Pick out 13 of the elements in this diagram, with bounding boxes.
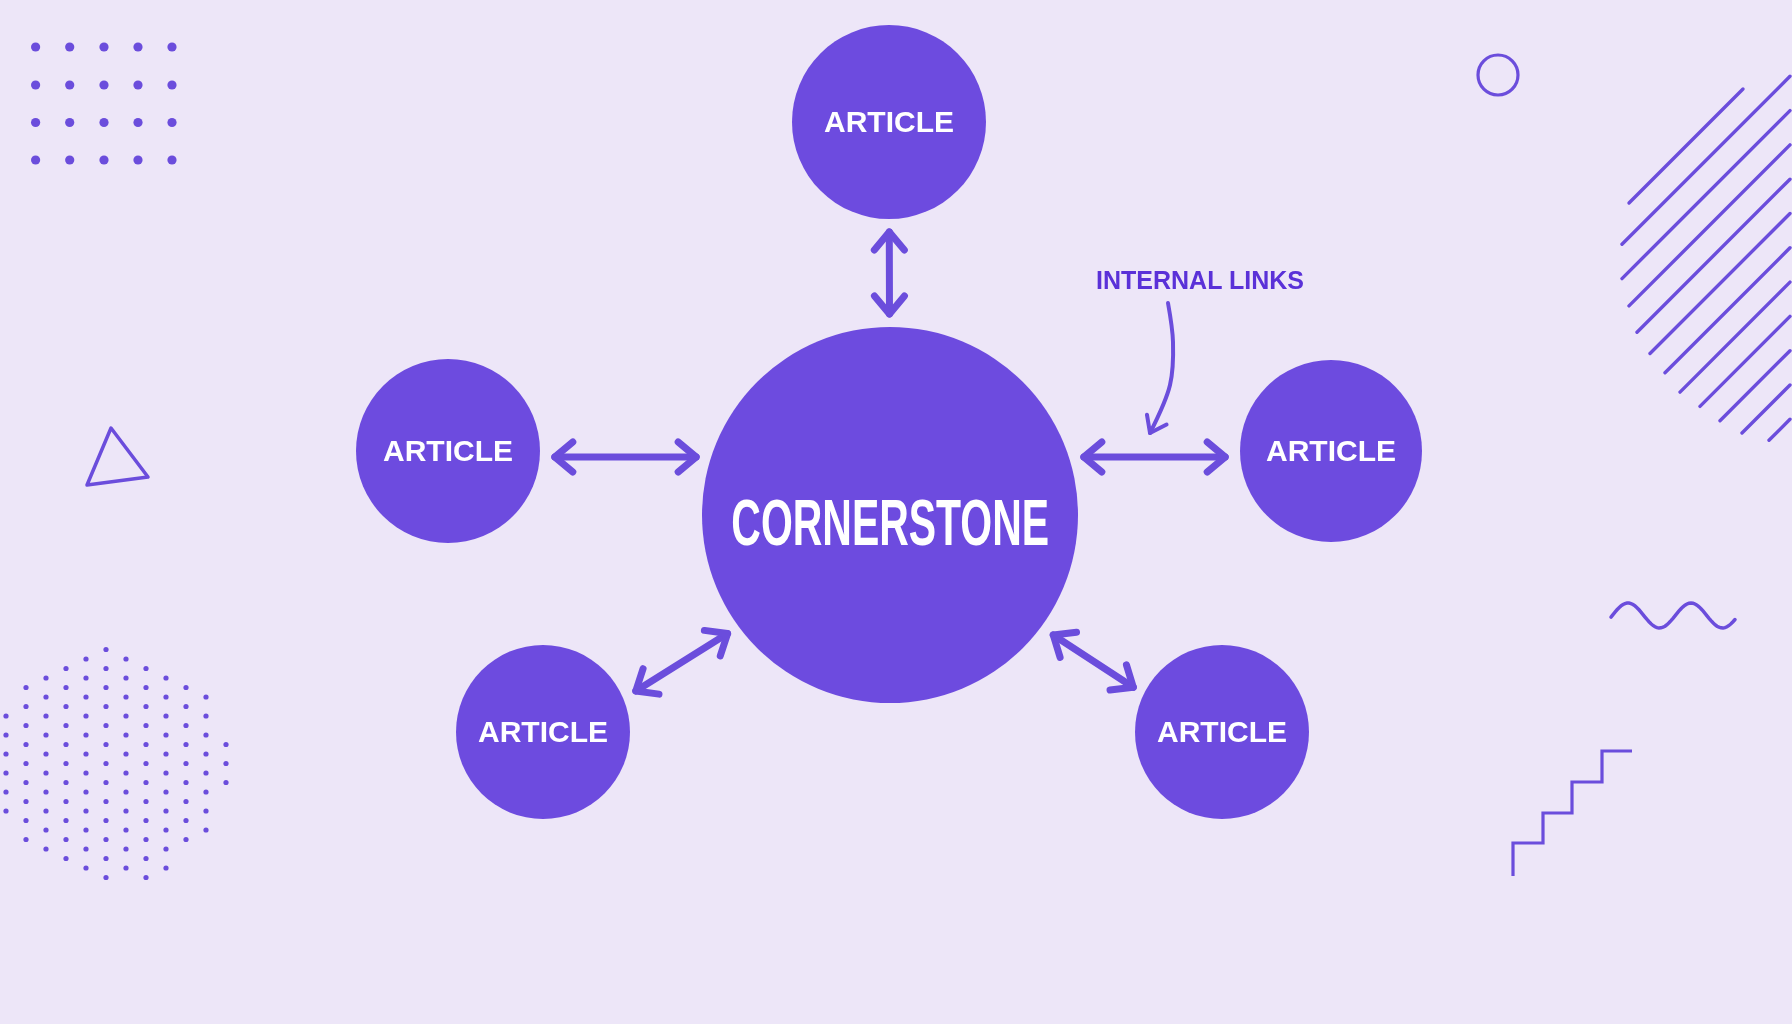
leader-arrow [1144, 301, 1176, 435]
article-label: ARTICLE [478, 714, 608, 750]
article-label: ARTICLE [1266, 433, 1396, 469]
double-arrow [870, 228, 908, 318]
article-label: ARTICLE [383, 433, 513, 469]
double-arrow [1080, 438, 1229, 476]
cornerstone-label: CORNERSTONE [731, 485, 1049, 561]
double-arrow [632, 626, 732, 698]
article-label: ARTICLE [824, 104, 954, 140]
double-arrow [1049, 628, 1137, 694]
callout-text: INTERNAL LINKS [1096, 265, 1304, 295]
double-arrow [551, 438, 700, 476]
article-label: ARTICLE [1157, 714, 1287, 750]
